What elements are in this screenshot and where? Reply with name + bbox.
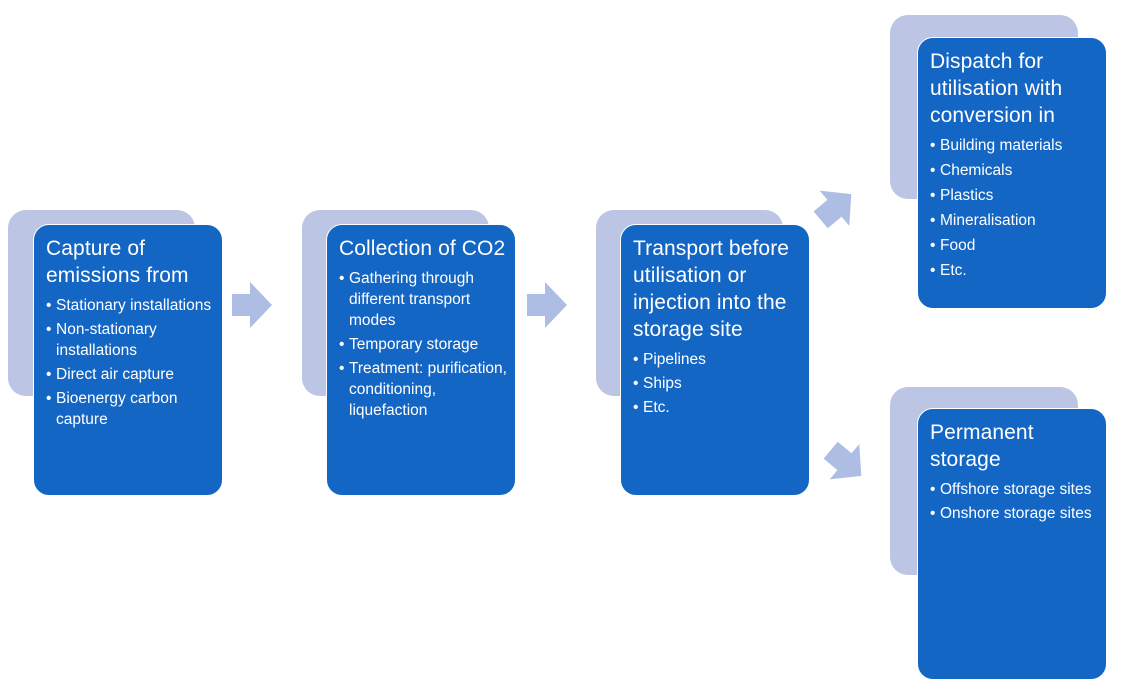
list-item: •Treatment: purification, conditioning, … bbox=[339, 360, 507, 419]
list-item: •Offshore storage sites bbox=[930, 481, 1092, 498]
list-item: •Temporary storage bbox=[339, 336, 479, 353]
arrow-right-icon bbox=[232, 282, 272, 328]
bullet-icon: • bbox=[46, 321, 52, 338]
list-item: •Bioenergy carbon capture bbox=[46, 390, 178, 428]
bullet-icon: • bbox=[930, 481, 936, 498]
bullet-icon: • bbox=[930, 505, 936, 522]
stage-title: Collection of CO2 bbox=[339, 237, 506, 260]
stage-card-transport: Transport before utilisation or injectio… bbox=[620, 224, 810, 496]
stage-card-dispatch: Dispatch for utilisation with conversion… bbox=[917, 37, 1107, 309]
bullet-icon: • bbox=[339, 336, 345, 353]
stage-item-list: •Building materials •Chemicals •Plastics… bbox=[930, 135, 1098, 281]
arrow-right-icon bbox=[527, 282, 567, 328]
list-item: •Food bbox=[930, 237, 976, 254]
stage-title: Transport before utilisation or injectio… bbox=[633, 237, 790, 341]
bullet-icon: • bbox=[339, 360, 345, 377]
stage-card-permanent-storage: Permanent storage •Offshore storage site… bbox=[917, 408, 1107, 680]
stage-card-collection: Collection of CO2 •Gathering through dif… bbox=[326, 224, 516, 496]
arrow-down-right-icon bbox=[823, 441, 862, 480]
stage-title: Dispatch for utilisation with conversion… bbox=[930, 50, 1063, 127]
arrow-up-right-icon bbox=[813, 190, 852, 229]
bullet-icon: • bbox=[930, 187, 936, 204]
bullet-icon: • bbox=[930, 237, 936, 254]
list-item: •Chemicals bbox=[930, 162, 1013, 179]
list-item: •Non-stationary installations bbox=[46, 321, 157, 359]
stage-item-list: •Pipelines •Ships •Etc. bbox=[633, 349, 801, 418]
bullet-icon: • bbox=[930, 137, 936, 154]
stage-item-list: •Offshore storage sites •Onshore storage… bbox=[930, 479, 1098, 524]
stage-item-list: •Gathering through different transport m… bbox=[339, 268, 507, 421]
bullet-icon: • bbox=[930, 262, 936, 279]
bullet-icon: • bbox=[930, 212, 936, 229]
list-item: •Plastics bbox=[930, 187, 994, 204]
list-item: •Stationary installations bbox=[46, 297, 212, 314]
bullet-icon: • bbox=[633, 375, 639, 392]
list-item: •Building materials bbox=[930, 137, 1063, 154]
bullet-icon: • bbox=[339, 270, 345, 287]
bullet-icon: • bbox=[633, 351, 639, 368]
list-item: •Etc. bbox=[633, 399, 670, 416]
bullet-icon: • bbox=[930, 162, 936, 179]
stage-title: Permanent storage bbox=[930, 421, 1034, 471]
list-item: •Onshore storage sites bbox=[930, 505, 1092, 522]
list-item: •Mineralisation bbox=[930, 212, 1036, 229]
list-item: •Direct air capture bbox=[46, 366, 175, 383]
list-item: •Ships bbox=[633, 375, 682, 392]
bullet-icon: • bbox=[46, 366, 52, 383]
list-item: •Gathering through different transport m… bbox=[339, 270, 474, 329]
bullet-icon: • bbox=[633, 399, 639, 416]
stage-title: Capture of emissions from bbox=[46, 237, 189, 287]
list-item: •Etc. bbox=[930, 262, 967, 279]
stage-card-capture: Capture of emissions from •Stationary in… bbox=[33, 224, 223, 496]
list-item: •Pipelines bbox=[633, 351, 706, 368]
bullet-icon: • bbox=[46, 390, 52, 407]
bullet-icon: • bbox=[46, 297, 52, 314]
stage-item-list: •Stationary installations •Non-stationar… bbox=[46, 295, 214, 430]
